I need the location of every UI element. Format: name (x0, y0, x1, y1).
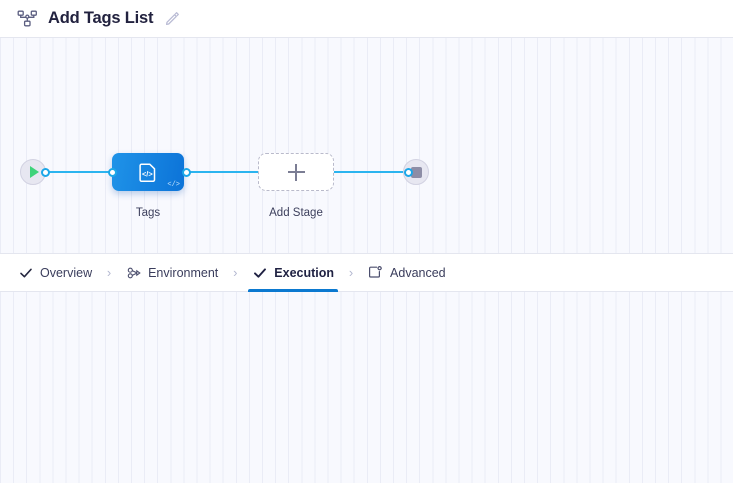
stop-icon (410, 166, 422, 178)
section-tabs: Overview › Environment › (0, 253, 733, 292)
tab-execution-label: Execution (274, 265, 335, 280)
branch-icon (126, 265, 141, 280)
check-icon (252, 265, 267, 280)
code-file-icon: </> (139, 163, 156, 182)
tab-advanced[interactable]: Advanced (364, 253, 450, 292)
tab-execution[interactable]: Execution (248, 253, 338, 292)
play-icon (30, 166, 39, 178)
add-stage-label: Add Stage (269, 207, 323, 219)
page-header: Add Tags List (0, 0, 733, 38)
tab-environment-label: Environment (148, 265, 219, 280)
stage-node-tags-label: Tags (135, 207, 161, 219)
tab-separator-1: › (106, 265, 112, 280)
tab-advanced-label: Advanced (390, 265, 446, 280)
tab-overview[interactable]: Overview (14, 253, 96, 292)
stage-flow-canvas[interactable]: </> </> Tags Add Stage (0, 38, 733, 253)
wire-addstage-to-end (334, 171, 408, 173)
plus-icon (287, 163, 305, 181)
add-stage-button[interactable] (258, 153, 334, 191)
pencil-icon[interactable] (163, 10, 181, 28)
port-end-in[interactable] (404, 167, 413, 177)
pipeline-icon (16, 9, 38, 29)
svg-text:</>: </> (142, 169, 153, 178)
port-start-out[interactable] (41, 167, 50, 177)
port-tags-out[interactable] (182, 167, 191, 177)
tab-environment[interactable]: Environment (122, 253, 222, 292)
stage-node-tags[interactable]: </> </> (112, 153, 184, 191)
page-title: Add Tags List (48, 9, 154, 27)
settings-box-icon (368, 265, 383, 280)
port-tags-in[interactable] (108, 167, 117, 177)
execution-flow-canvas[interactable]: </> </> Generate Tags </> </> Add Tags A… (0, 292, 733, 483)
tab-separator-3: › (348, 265, 354, 280)
wire-start-to-tags (40, 171, 118, 173)
stage-node-badge: </> (167, 181, 180, 189)
tab-separator-2: › (233, 265, 238, 280)
wire-tags-to-addstage (186, 171, 258, 173)
check-icon (18, 265, 33, 280)
tab-overview-label: Overview (40, 265, 93, 280)
